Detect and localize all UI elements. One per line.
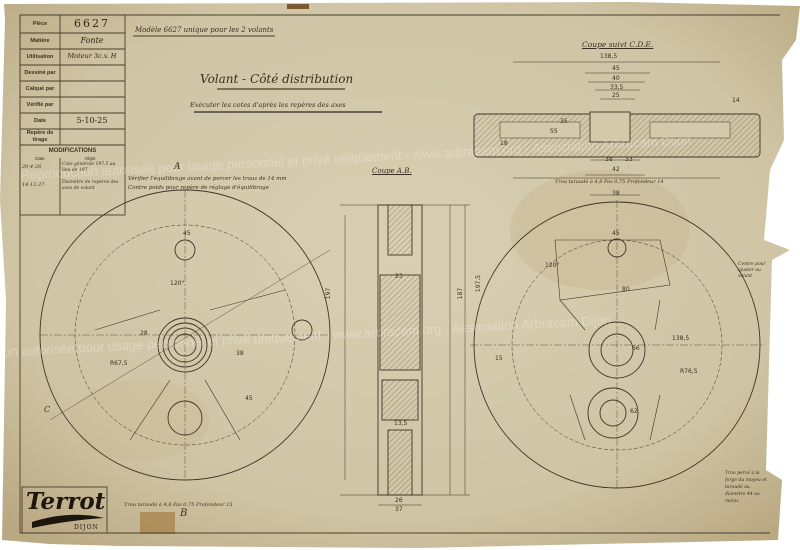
dim: 13,5 xyxy=(394,420,408,427)
dim: 33,5 xyxy=(610,84,624,91)
dim: 40 xyxy=(612,75,620,82)
label-utilisation: Utilisation xyxy=(26,54,54,60)
dim: 138,5 xyxy=(672,335,690,342)
dim: R67,5 xyxy=(110,360,128,367)
dim: 23 xyxy=(395,273,403,280)
dim: 197,5 xyxy=(475,274,483,293)
mod-col-object: Objet xyxy=(84,156,96,161)
logo-city: DIJON xyxy=(74,524,99,531)
dim: 138,5 xyxy=(600,53,618,60)
dim: 35 xyxy=(560,118,568,125)
mod-object-2: Diamètre de repères des axes de volant xyxy=(62,180,119,191)
dim: 25 xyxy=(612,92,620,99)
right-flywheel-view xyxy=(470,200,765,490)
dim: 15 xyxy=(495,355,503,362)
hole-note-bottom: Trou taraudé à 4,8 Pas 0,75 Profondeur 1… xyxy=(124,502,233,508)
dim: 187 xyxy=(457,287,465,300)
terrot-logo: Terrot xyxy=(26,488,106,515)
value-matiere: Fonte xyxy=(80,36,104,45)
value-utilisation: Moteur 3c.v. H xyxy=(67,52,117,60)
mod-date-2: 14-12-27 xyxy=(22,182,45,188)
balance-note-2: Contre poids pour repère de réglage d'éq… xyxy=(128,185,269,191)
balance-note-1: Vérifier l'équilibrage avant de percer l… xyxy=(128,176,287,182)
dim: 120° xyxy=(545,262,560,269)
drawing-subtitle: Exécuter les cotes d'après les repères d… xyxy=(190,101,346,109)
dim: 45 xyxy=(612,65,620,72)
letter-c: C xyxy=(44,405,51,414)
dim: R76,5 xyxy=(680,368,698,375)
dim: 38 xyxy=(236,350,244,357)
left-flywheel-view xyxy=(39,189,331,481)
dim: 197 xyxy=(325,287,333,300)
dim: 80 xyxy=(622,286,630,293)
mod-col-date: Date xyxy=(35,156,45,161)
dim: 55 xyxy=(550,128,558,135)
section-ab-view xyxy=(340,204,470,506)
dim: 42 xyxy=(612,166,620,173)
logo-swoosh xyxy=(32,514,104,528)
right-note-top: Centre pour ajuster au volant xyxy=(738,262,766,279)
value-piece: 6627 xyxy=(74,17,110,30)
dim: 45 xyxy=(183,230,191,237)
letter-b: B xyxy=(180,508,188,519)
dim: 45 xyxy=(245,395,253,402)
label-date: Date xyxy=(34,118,46,124)
mod-date-1: 20-4-26 xyxy=(22,164,42,170)
dim: 18 xyxy=(500,140,508,147)
section-cde-label: Coupe suivt C.D.E. xyxy=(582,40,654,49)
dim: 66 xyxy=(632,345,640,352)
hole-note-top: Trou taraudé à 4,8 Pas 0,75 Profondeur 1… xyxy=(555,179,664,185)
section-ab-label: Coupe A.B. xyxy=(372,167,412,175)
dim: 62 xyxy=(630,408,638,415)
right-note-bottom: Trou percé à la forge du moyeu et taraud… xyxy=(725,471,767,504)
dim: 14 xyxy=(732,97,740,104)
label-verifie-par: Vérifié par xyxy=(26,102,54,108)
modifications-header: MODIFICATIONS xyxy=(48,148,97,154)
dim: 38 xyxy=(605,156,613,163)
dim: 45 xyxy=(612,230,620,237)
label-repere-tirage: Repère de tirage xyxy=(26,130,54,143)
section-cde-view xyxy=(473,61,761,196)
drawing-title: Volant - Côté distribution xyxy=(200,72,354,86)
label-dessine-par: Dessiné par xyxy=(24,70,56,76)
dim: 120° xyxy=(170,280,185,287)
dim: 28 xyxy=(140,330,148,337)
model-note: Modèle 6627 unique pour les 2 volants xyxy=(135,26,274,34)
label-calque-par: Calqué par xyxy=(25,86,55,92)
label-piece: Pièce xyxy=(32,21,48,27)
dim: 38 xyxy=(612,190,620,197)
letter-a: A xyxy=(174,162,181,172)
dim: 33 xyxy=(625,156,633,163)
label-matiere: Matière xyxy=(30,38,50,44)
mod-object-1: Cote générale 197.5 au lieu de 197 xyxy=(62,162,116,173)
dim: 37 xyxy=(395,506,403,513)
value-date: 5-10-25 xyxy=(76,116,108,125)
dim: 26 xyxy=(395,497,403,504)
